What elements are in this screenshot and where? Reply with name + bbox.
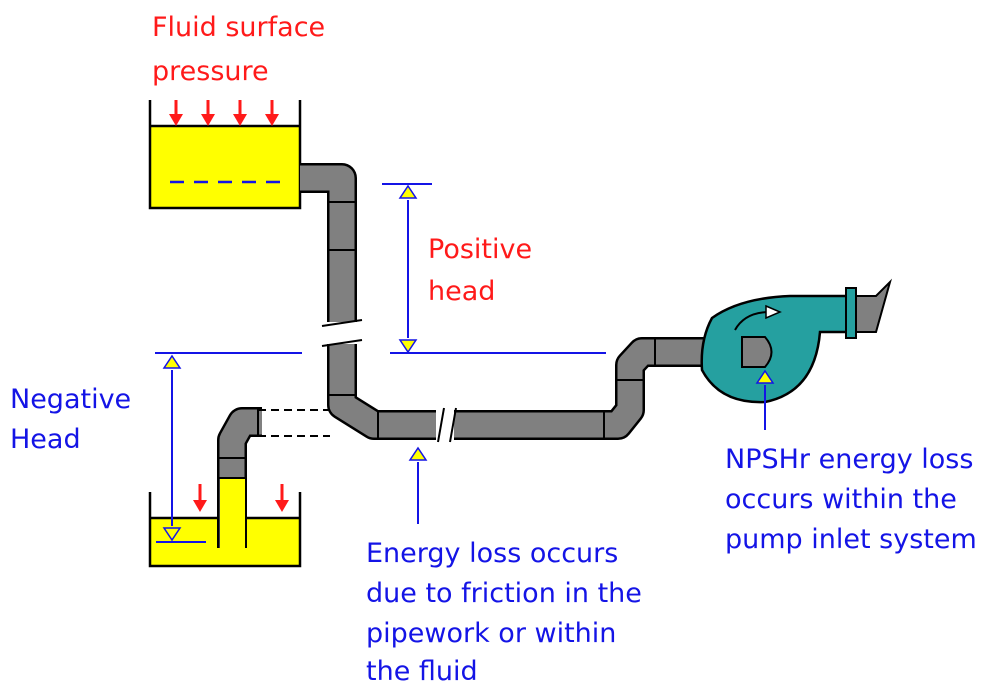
negative-head-label: Negative Head	[10, 384, 140, 455]
pump-flange	[845, 287, 857, 339]
head-markers	[162, 184, 775, 542]
upper-tank-outline	[148, 100, 302, 210]
suction-pipe	[217, 407, 330, 548]
npshr-loss-label: NPSHr energy loss occurs within the pump…	[725, 444, 982, 555]
surface-pressure-arrows	[169, 100, 279, 126]
pump-discharge-pipe	[855, 278, 892, 333]
lower-pressure-arrows	[193, 484, 289, 512]
npshr-marker	[755, 369, 775, 384]
negative-head-top-marker	[162, 354, 182, 369]
lower-tank-outline	[148, 492, 302, 568]
fluid-surface-pressure-label: Fluid surface pressure	[152, 12, 334, 87]
friction-loss-label: Energy loss occurs due to friction in th…	[366, 538, 651, 687]
positive-head-bottom-marker	[398, 339, 418, 354]
upper-tank-fluid	[150, 126, 300, 208]
upper-pipe	[300, 163, 438, 440]
positive-head-top-marker	[398, 184, 418, 199]
pump-casing	[700, 294, 852, 404]
friction-marker	[408, 446, 428, 461]
reference-lines	[155, 183, 766, 543]
pump-inlet-eye	[741, 336, 773, 368]
upper-tank	[148, 100, 302, 210]
positive-head-label: Positive head	[428, 234, 541, 307]
pump	[700, 278, 892, 404]
negative-head-bottom-marker	[162, 527, 182, 542]
